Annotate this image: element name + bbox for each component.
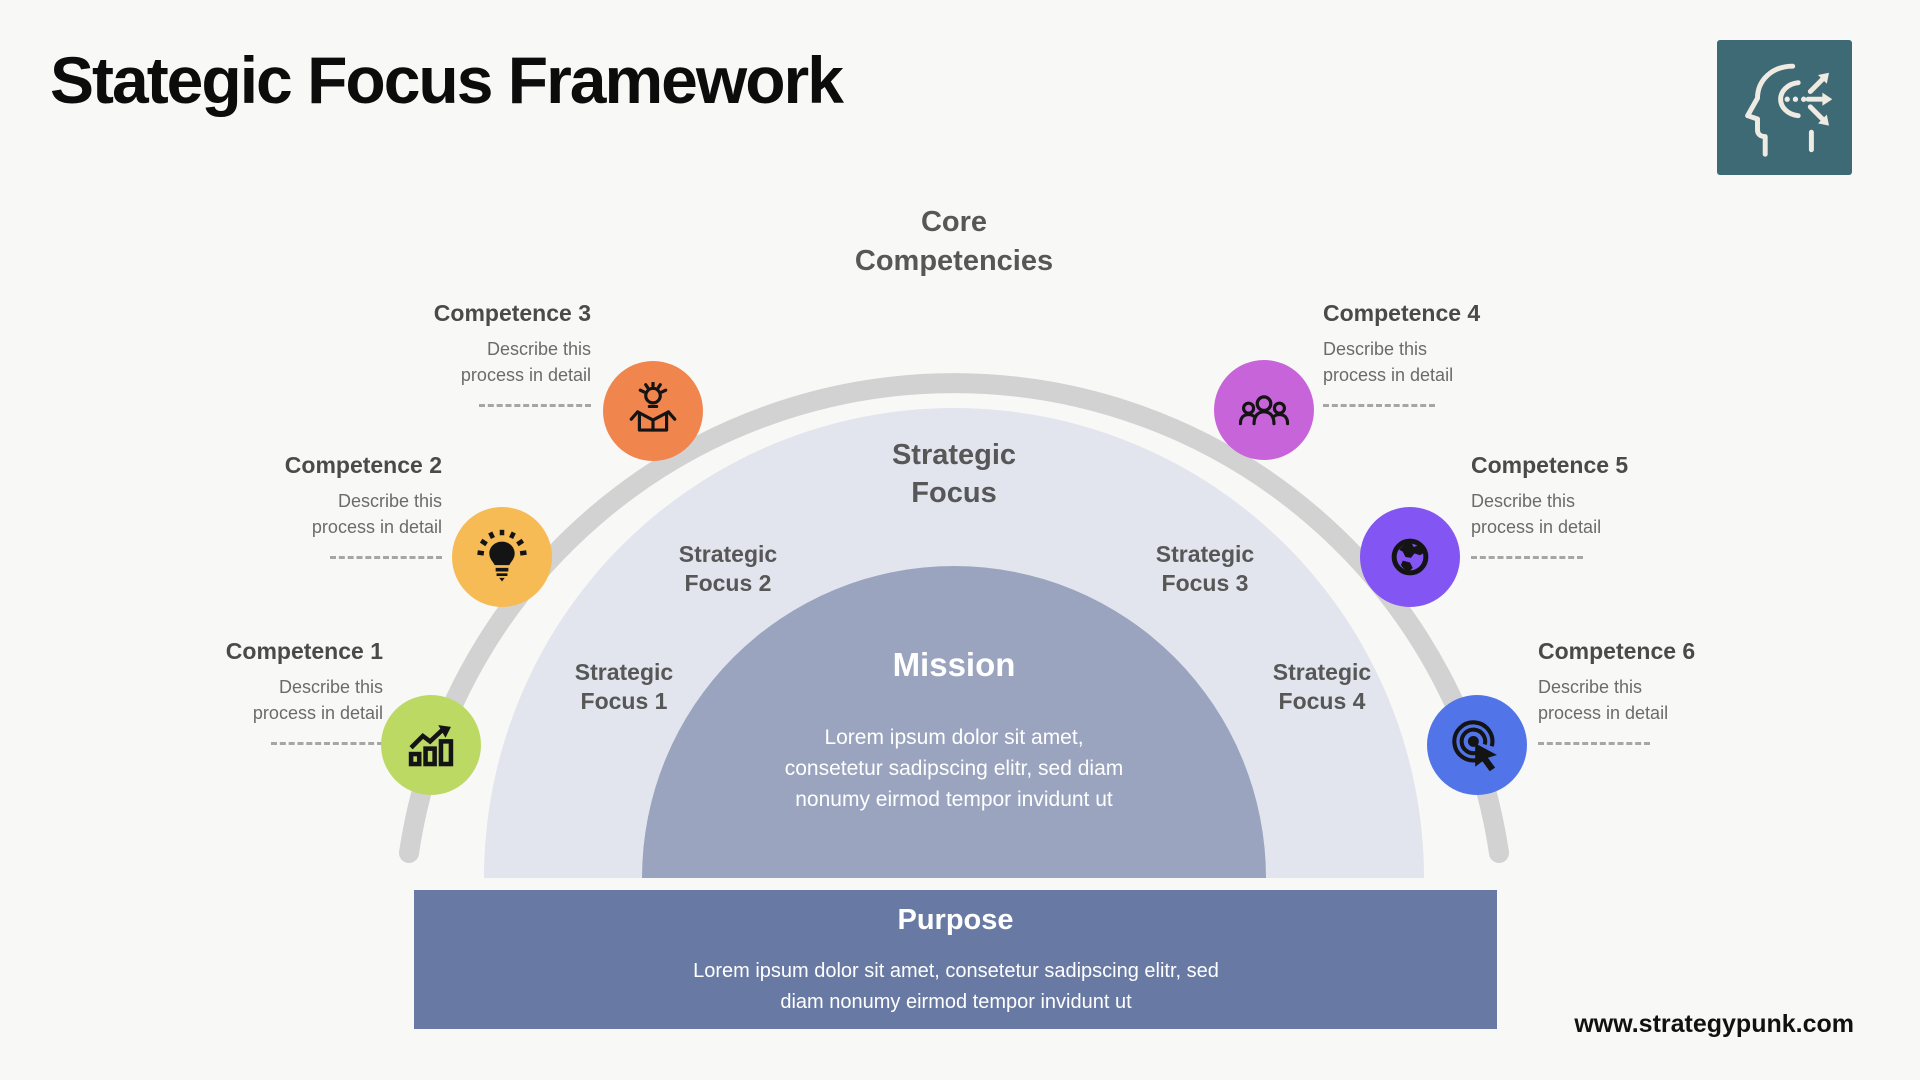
competence-5-label: Competence 5 Describe this process in de…	[1471, 452, 1629, 560]
idea-box-icon	[629, 382, 677, 432]
competence-description: Describe this process in detail	[1323, 339, 1454, 386]
website-url: www.strategypunk.com	[1574, 1010, 1854, 1038]
dashed-line	[479, 404, 591, 408]
competence-4-badge	[1214, 360, 1314, 460]
strategic-focus-4-label: Strategic Focus 4	[1272, 659, 1372, 714]
competence-4-label: Competence 4 Describe this process in de…	[1323, 300, 1481, 408]
mission-title: Mission	[892, 646, 1016, 683]
competence-3-label: Competence 3 Describe this process in de…	[433, 300, 591, 408]
dashed-line	[271, 742, 383, 746]
lightbulb-icon	[477, 529, 527, 582]
purpose-body: Lorem ipsum dolor sit amet, consetetur s…	[693, 960, 1219, 1013]
competence-1-badge	[381, 695, 481, 795]
strategic-focus-2-label: Strategic Focus 2	[678, 541, 778, 596]
competence-description: Describe this process in detail	[460, 339, 591, 386]
competence-5-badge	[1360, 507, 1460, 607]
purpose-title: Purpose	[897, 904, 1014, 936]
growth-chart-icon	[408, 725, 454, 767]
strategic-focus-1-label: Strategic Focus 1	[574, 659, 674, 714]
competence-description: Describe this process in detail	[252, 677, 383, 724]
purpose-bar: Purpose Lorem ipsum dolor sit amet, cons…	[414, 890, 1497, 1029]
page-title: Stategic Focus Framework	[50, 43, 844, 117]
competence-title: Competence 2	[284, 452, 442, 478]
competence-2-label: Competence 2 Describe this process in de…	[284, 452, 442, 560]
strategic-focus-3-label: Strategic Focus 3	[1155, 541, 1255, 596]
core-competencies-label: Core Competencies	[854, 206, 1054, 277]
dashed-line	[1538, 742, 1650, 746]
competence-title: Competence 4	[1323, 300, 1481, 326]
dashed-line	[1323, 404, 1435, 408]
competence-description: Describe this process in detail	[1538, 677, 1669, 724]
competence-title: Competence 1	[225, 638, 383, 664]
competence-2-badge	[452, 507, 552, 607]
globe-icon	[1391, 538, 1429, 576]
head-arrows-icon	[1744, 63, 1832, 157]
competence-description: Describe this process in detail	[311, 491, 442, 538]
strategypunk-logo	[1717, 40, 1852, 175]
competence-1-label: Competence 1 Describe this process in de…	[225, 638, 383, 746]
competence-6-badge	[1427, 695, 1527, 795]
mission-body: Lorem ipsum dolor sit amet, consetetur s…	[784, 726, 1124, 811]
strategic-focus-heading: Strategic Focus	[891, 439, 1017, 509]
competence-3-badge	[603, 361, 703, 461]
competence-6-label: Competence 6 Describe this process in de…	[1538, 638, 1696, 746]
click-target-icon	[1452, 720, 1497, 772]
dashed-line	[330, 556, 442, 560]
competence-title: Competence 6	[1538, 638, 1696, 664]
competence-title: Competence 5	[1471, 452, 1629, 478]
competence-title: Competence 3	[433, 300, 591, 326]
competence-description: Describe this process in detail	[1471, 491, 1602, 538]
team-icon	[1238, 395, 1290, 426]
dashed-line	[1471, 556, 1583, 560]
